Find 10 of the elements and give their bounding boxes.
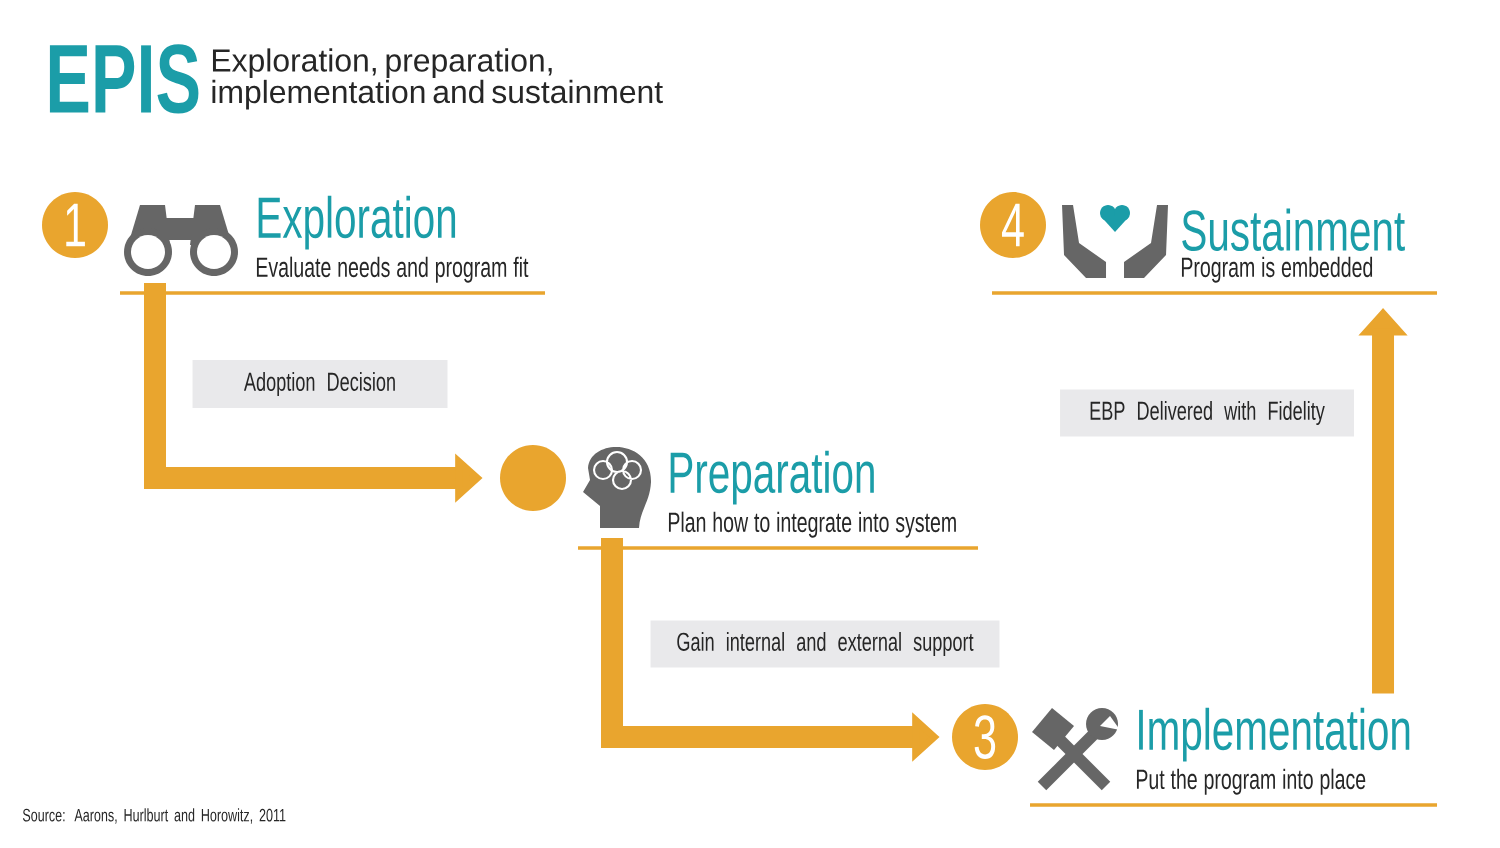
step-circle xyxy=(500,445,566,511)
subtitle: Exploration, preparation, implementation and sustainment xyxy=(212,48,663,110)
stage-heading: Exploration Evaluate needs and program fit xyxy=(120,195,545,295)
edge-label: Gain internal and external support xyxy=(650,620,1000,668)
edge-label: EBP Delivered with Fidelity xyxy=(1060,389,1354,437)
source-note: Source: Aarons, Hurlburt and Horowitz, 2011 xyxy=(22,808,286,824)
edge-label: Adoption Decision xyxy=(192,360,448,408)
stage-heading: Implementation Put the program into place xyxy=(1030,707,1437,807)
stage-heading: Preparation Plan how to integrate into system xyxy=(578,450,978,550)
title: EPIS xyxy=(49,44,199,114)
